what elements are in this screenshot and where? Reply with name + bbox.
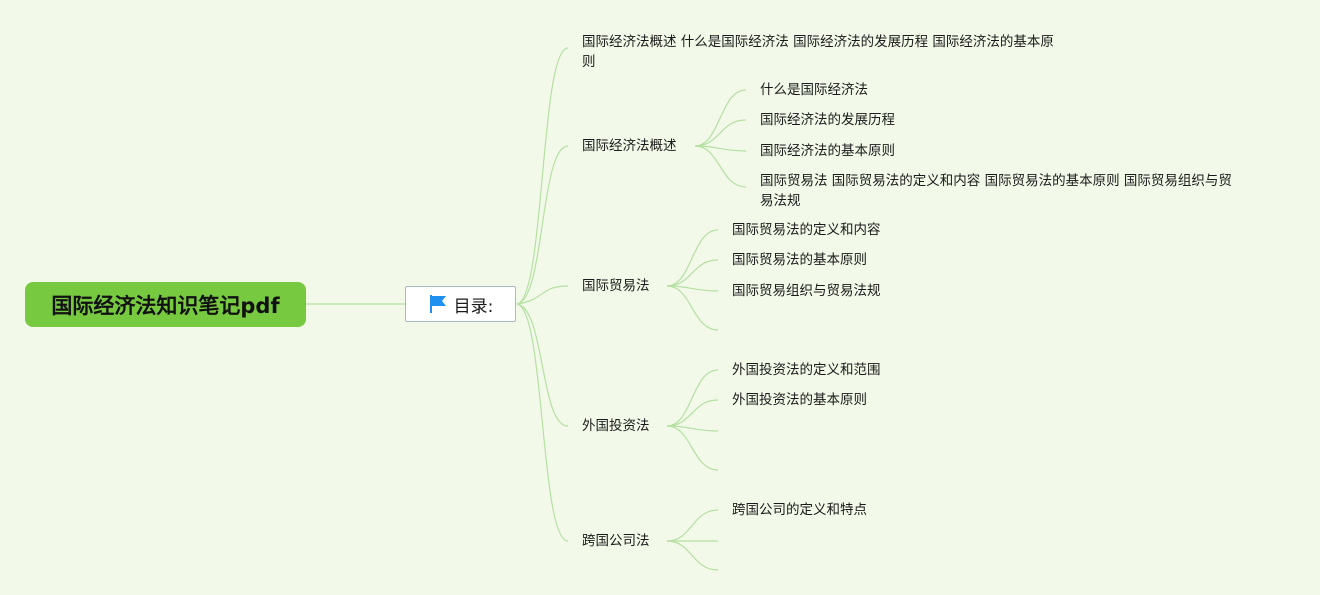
subtopic-trade-summary-line-1: 国际贸易法 国际贸易法的定义和内容 国际贸易法的基本原则 国际贸易组织与贸 bbox=[760, 173, 1232, 189]
connector-trade-4 bbox=[666, 285, 719, 331]
topic-summary-line-2: 则 bbox=[582, 54, 596, 70]
connector-trade-1 bbox=[666, 229, 719, 287]
connector-investment-2 bbox=[666, 399, 719, 427]
connector-hub-summary bbox=[516, 47, 569, 305]
connector-overview-4 bbox=[694, 145, 747, 188]
topic-investment-label: 外国投资法 bbox=[582, 418, 650, 434]
subtopic-label: 国际经济法的发展历程 bbox=[760, 112, 895, 128]
connector-trade-2 bbox=[666, 259, 719, 287]
connector-overview-2 bbox=[694, 119, 747, 147]
connector-overview-3 bbox=[694, 145, 747, 152]
subtopic-trade-2[interactable]: 国际贸易法的基本原则 bbox=[732, 250, 867, 270]
subtopic-label: 外国投资法的基本原则 bbox=[732, 392, 867, 408]
connector-investment-3 bbox=[666, 425, 719, 432]
topic-company-label: 跨国公司法 bbox=[582, 533, 650, 549]
toc-node[interactable]: 目录: bbox=[405, 286, 516, 322]
subtopic-label: 外国投资法的定义和范围 bbox=[732, 362, 881, 378]
subtopic-label: 国际经济法的基本原则 bbox=[760, 143, 895, 159]
connector-hub-overview bbox=[516, 145, 569, 305]
topic-overview[interactable]: 国际经济法概述 bbox=[582, 136, 677, 156]
subtopic-label: 国际贸易法的定义和内容 bbox=[732, 222, 881, 238]
connector-hub-investment bbox=[516, 303, 569, 427]
subtopic-overview-1[interactable]: 什么是国际经济法 bbox=[760, 80, 868, 100]
subtopic-label: 跨国公司的定义和特点 bbox=[732, 502, 867, 518]
connector-overview-1 bbox=[694, 89, 747, 147]
topic-company[interactable]: 跨国公司法 bbox=[582, 531, 650, 551]
toc-node-label: 目录: bbox=[453, 296, 494, 317]
connector-trade-3 bbox=[666, 285, 719, 292]
subtopic-overview-3[interactable]: 国际经济法的基本原则 bbox=[760, 141, 895, 161]
subtopic-investment-2[interactable]: 外国投资法的基本原则 bbox=[732, 390, 867, 410]
subtopic-trade-summary-line-2: 易法规 bbox=[760, 193, 801, 209]
connector-hub-company bbox=[516, 303, 569, 542]
topic-overview-label: 国际经济法概述 bbox=[582, 138, 677, 154]
connector-company-1 bbox=[666, 509, 719, 542]
subtopic-overview-2[interactable]: 国际经济法的发展历程 bbox=[760, 110, 895, 130]
topic-summary[interactable]: 国际经济法概述 什么是国际经济法 国际经济法的发展历程 国际经济法的基本原 则 bbox=[582, 32, 1082, 72]
flag-icon bbox=[429, 295, 446, 313]
topic-trade[interactable]: 国际贸易法 bbox=[582, 276, 650, 296]
root-node-label: 国际经济法知识笔记pdf bbox=[51, 293, 280, 318]
connector-investment-1 bbox=[666, 369, 719, 427]
connector-hub-trade bbox=[516, 285, 569, 305]
subtopic-label: 国际贸易法的基本原则 bbox=[732, 252, 867, 268]
subtopic-trade-1[interactable]: 国际贸易法的定义和内容 bbox=[732, 220, 881, 240]
subtopic-trade-3[interactable]: 国际贸易组织与贸易法规 bbox=[732, 281, 881, 301]
topic-summary-line-1: 国际经济法概述 什么是国际经济法 国际经济法的发展历程 国际经济法的基本原 bbox=[582, 34, 1054, 50]
subtopic-label: 什么是国际经济法 bbox=[760, 82, 868, 98]
topic-investment[interactable]: 外国投资法 bbox=[582, 416, 650, 436]
root-node[interactable]: 国际经济法知识笔记pdf bbox=[25, 282, 306, 327]
subtopic-label: 国际贸易组织与贸易法规 bbox=[732, 283, 881, 299]
subtopic-investment-1[interactable]: 外国投资法的定义和范围 bbox=[732, 360, 881, 380]
topic-trade-label: 国际贸易法 bbox=[582, 278, 650, 294]
subtopic-overview-trade-summary[interactable]: 国际贸易法 国际贸易法的定义和内容 国际贸易法的基本原则 国际贸易组织与贸 易法… bbox=[760, 171, 1260, 211]
subtopic-company-1[interactable]: 跨国公司的定义和特点 bbox=[732, 500, 867, 520]
connector-investment-4 bbox=[666, 425, 719, 471]
connector-company-3 bbox=[666, 540, 719, 571]
